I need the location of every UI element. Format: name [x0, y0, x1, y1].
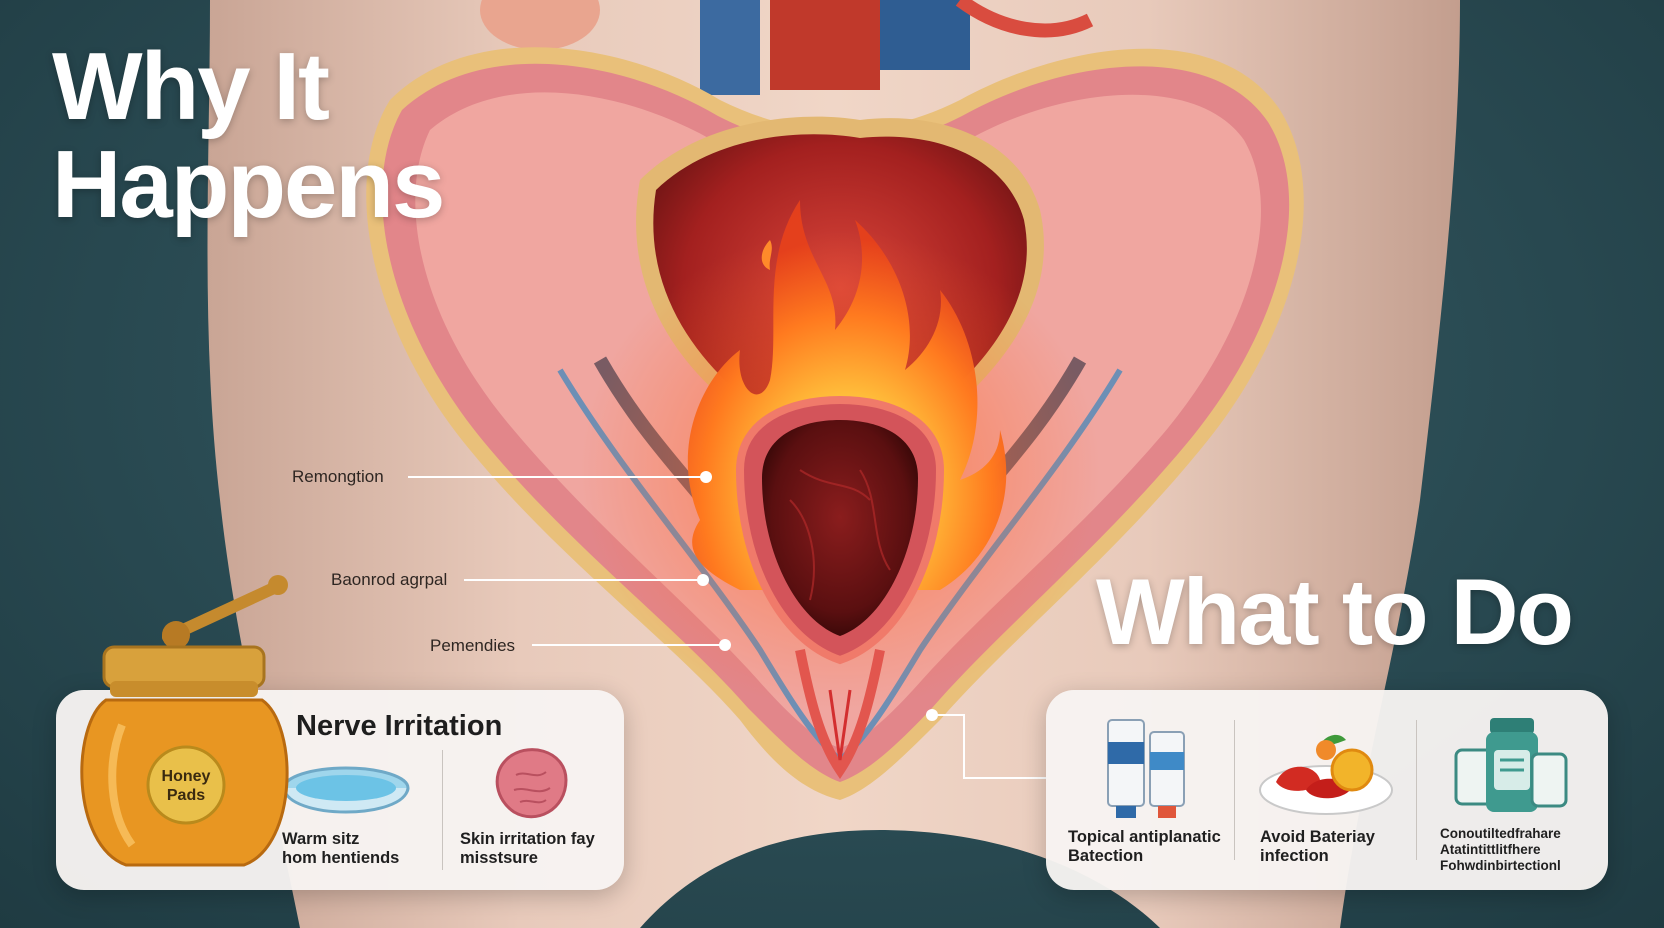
treatment-options-card: Topical antiplanatic Batection Avoid Bat… [1046, 690, 1608, 890]
title-line-1: Why It [52, 33, 330, 140]
item-line: Fohwdinbirtectionl [1440, 858, 1561, 873]
sitz-bath-icon [282, 766, 410, 814]
card-divider [442, 750, 443, 870]
honey-jar-icon: Honey Pads [80, 575, 289, 867]
irritated-skin-icon [495, 748, 568, 819]
callout-label-3: Pemendies [430, 636, 516, 655]
jar-label-line-2: Pads [167, 787, 205, 804]
food-plate-icon [1259, 734, 1393, 815]
jar-label-line-1: Honey [162, 768, 211, 785]
callout-label-2: Baonrod agrpal [331, 570, 448, 589]
left-card-item-1-text: Warm sitz hom hentiends [282, 830, 399, 868]
cream-tubes-icon [1107, 719, 1185, 818]
item-line: Skin irritation fay [460, 830, 595, 848]
item-line: misstsure [460, 849, 538, 867]
right-card-item-1-text: Topical antiplanatic Batection [1068, 828, 1221, 866]
right-card-item-3-text: Conoutiltedfrahare Atatintittlitfhere Fo… [1440, 826, 1561, 874]
card-heading: Nerve Irritation [296, 710, 503, 742]
left-card-item-2-text: Skin irritation fay misstsure [460, 830, 595, 868]
item-line: Avoid Bateriay [1260, 828, 1375, 846]
title-line-2: Happens [52, 131, 445, 238]
card-divider [1234, 720, 1235, 860]
item-line: Conoutiltedfrahare [1440, 826, 1561, 841]
item-line: hom hentiends [282, 849, 400, 867]
why-it-happens-title: Why It Happens [52, 33, 445, 238]
item-line: Topical antiplanatic [1068, 828, 1221, 846]
item-line: Warm sitz [282, 830, 360, 848]
right-card-item-2-text: Avoid Bateriay infection [1260, 828, 1375, 866]
item-line: infection [1260, 847, 1329, 865]
callout-label-1: Remongtion [292, 467, 384, 486]
medicine-bottle-icon [1454, 718, 1568, 812]
item-line: Batection [1068, 847, 1144, 865]
card-divider [1416, 720, 1417, 860]
item-line: Atatintittlitfhere [1440, 842, 1541, 857]
what-to-do-title: What to Do [1096, 559, 1574, 664]
